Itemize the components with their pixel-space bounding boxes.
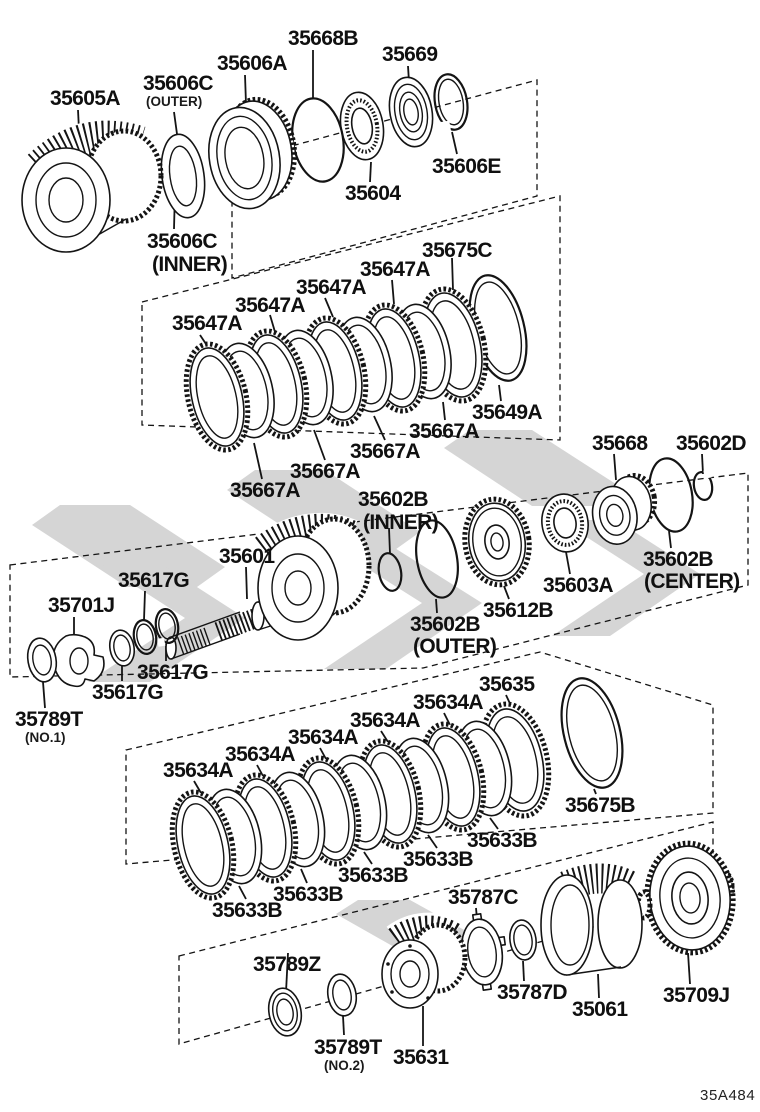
part-label: 35605A [50,87,121,110]
part-35606a-drum [208,96,298,210]
part-label: 35604 [345,182,401,205]
part-35787c-tabbed-washer [460,913,507,991]
part-35789t-no1-washer [26,637,58,683]
part-label: 35606A [217,52,288,75]
part-35601-input-shaft-drum [165,512,372,660]
part-label: 35667A [409,420,480,443]
part-35668b-o-ring [291,97,345,183]
part-label: 35603A [543,574,614,597]
part-35647a-disc [183,341,251,453]
part-label: 35647A [296,276,367,299]
part-35602b-inner-o-ring [377,552,403,592]
part-label: 35675B [565,794,636,817]
part-label: 35633B [338,864,409,887]
part-label: 35633B [273,883,344,906]
part-label: 35649A [472,401,543,424]
part-label: 35617G [92,681,164,704]
part-label: 35602B [643,548,714,571]
part-label: (OUTER) [413,635,497,658]
part-label: 35612B [483,599,554,622]
part-label: 35709J [663,984,730,1007]
part-label: 35634A [163,759,234,782]
part-label: 35675C [422,239,493,262]
part-35789t-no2-washer [326,973,358,1017]
part-35602d-snap-ring [692,469,714,501]
part-35617g-ring [132,619,158,655]
part-label: 35667A [230,479,301,502]
part-label: 35606C [147,230,218,253]
part-35606e-snap-ring [433,73,469,133]
part-label: 35669 [382,43,438,66]
part-label: 35647A [360,258,431,281]
part-35061-drum [540,859,653,976]
part-label: 35602D [676,432,747,455]
part-35634a-disc [169,789,237,901]
part-35709j-planetary-drum [644,840,736,956]
part-label: 35602B [410,613,481,636]
part-label: 35617G [118,569,190,592]
part-label: 35633B [403,848,474,871]
part-label: (CENTER) [644,570,740,593]
part-label: 35668 [592,432,648,455]
part-label: 35061 [572,998,628,1021]
part-35789z-seal [267,987,303,1037]
part-35701j-retainer [52,633,105,688]
part-label: 35789Z [253,953,321,976]
part-label: 35647A [235,294,306,317]
part-label: 35635 [479,673,535,696]
part-label: 35633B [212,899,283,922]
part-label: 35634A [413,691,484,714]
part-35675b-snap-ring [560,677,624,797]
part-label: 35668B [288,27,359,50]
part-label: 35633B [467,829,538,852]
part-sublabel: (OUTER) [146,94,203,109]
group-box-forward-clutch [141,195,561,441]
part-35617g-ring [108,629,136,667]
part-label: 35634A [288,726,359,749]
part-label: (INNER) [363,511,439,534]
part-label: 35787C [448,886,519,909]
part-label: 35701J [48,594,115,617]
part-label: 35606E [432,155,501,178]
part-35668-gear [591,473,658,545]
part-label: 35601 [219,545,275,568]
part-sublabel: (NO.2) [324,1058,365,1073]
part-label: 35617G [137,661,209,684]
part-label: (INNER) [152,253,228,276]
part-35606c-thrust-washer [160,133,206,219]
part-label: 35634A [350,709,421,732]
part-35604-disc [339,91,385,161]
part-label: 35787D [497,981,568,1004]
part-35617g-ring [154,608,180,647]
part-label: 35602B [358,488,429,511]
diagram-code: 35A484 [700,1087,756,1104]
part-label: 35667A [350,440,421,463]
part-35605a-drum [21,119,164,253]
part-35612b-hub [462,496,532,588]
part-35602b-outer-o-ring [415,519,459,599]
part-label: 35634A [225,743,296,766]
part-35631-drum-gear [381,912,468,1009]
part-sublabel: (NO.1) [25,730,66,745]
part-label: 35667A [290,460,361,483]
part-label: 35647A [172,312,243,335]
part-35787d-ring [509,919,537,961]
part-35603a-one-way-clutch [541,493,589,553]
part-label: 35789T [314,1036,382,1059]
part-35669-bearing [388,76,434,148]
part-label: 35631 [393,1046,449,1069]
part-label: 35606C [143,72,214,95]
part-label: 35789T [15,708,83,731]
